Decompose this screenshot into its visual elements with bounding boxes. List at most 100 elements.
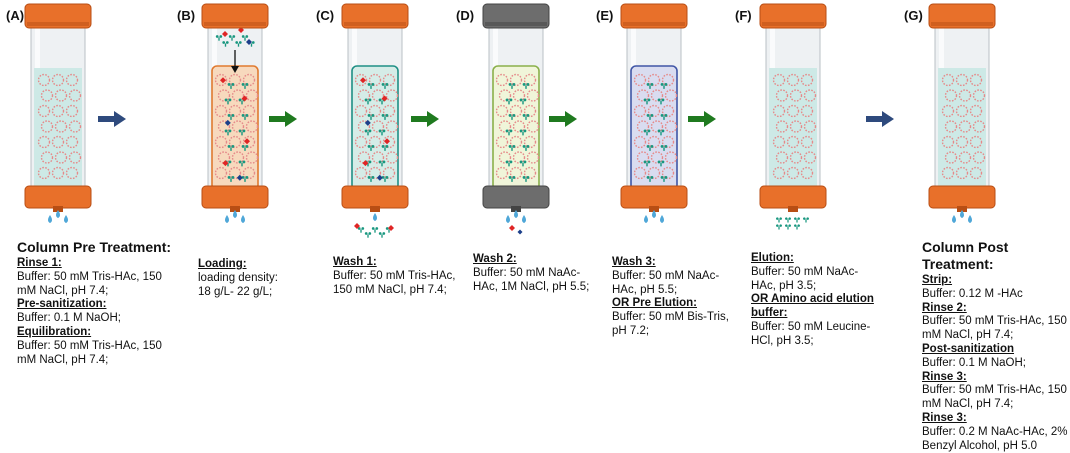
antibody-mark <box>519 98 527 105</box>
outlet-nozzle <box>230 206 240 212</box>
resin-bead <box>803 89 817 102</box>
resin-bead <box>941 73 955 87</box>
resin-bead <box>647 104 661 118</box>
resin-bead <box>37 166 51 180</box>
top-cap-ring <box>27 22 89 26</box>
resin-bead <box>228 166 242 180</box>
resin-bead <box>231 151 245 164</box>
flow-arrow-head <box>882 111 894 127</box>
resin-bead <box>40 120 54 133</box>
resin-bead <box>800 104 814 118</box>
antibody-mark <box>505 160 513 167</box>
caption-wash-3: Wash 3:Buffer: 50 mM NaAc-HAc, pH 5.5;OR… <box>612 256 732 339</box>
resin-bead <box>633 135 647 149</box>
resin-bead <box>242 104 256 118</box>
step-heading: Wash 2: <box>473 253 517 265</box>
resin-bead <box>803 151 817 164</box>
resin-bead <box>800 166 814 180</box>
impurity-mark <box>241 95 248 102</box>
resin-bead <box>969 104 983 118</box>
flow-arrow-head <box>285 111 297 127</box>
antibody-mark <box>381 144 389 151</box>
step-heading: Elution: <box>751 252 794 264</box>
resin-bead <box>958 89 972 102</box>
resin-bead <box>661 135 675 149</box>
outlet-nozzle <box>957 206 967 212</box>
antibody-mark <box>794 224 800 230</box>
resin-bead <box>354 166 368 180</box>
antibody-mark <box>378 232 386 238</box>
resin-bead <box>636 89 650 102</box>
drop-mark <box>56 210 60 218</box>
drop-mark <box>225 215 229 223</box>
step-heading: Wash 3: <box>612 256 656 268</box>
resin-bead <box>972 89 986 102</box>
antibody-mark <box>646 144 654 151</box>
resin-bead <box>37 104 51 118</box>
flow-arrow <box>866 111 894 127</box>
resin-bed <box>938 68 986 190</box>
antibody-mark <box>785 217 791 223</box>
antibody-mark <box>519 129 527 136</box>
drop-mark <box>952 215 956 223</box>
resin-bead <box>772 104 786 118</box>
buffer-text: Buffer: 50 mM NaAc-HAc, pH 3.5; <box>751 265 859 292</box>
antibody-mark <box>227 82 235 89</box>
resin-bead <box>242 135 256 149</box>
step-heading: Pre-sanitization: <box>17 298 107 311</box>
resin-bed <box>769 68 817 190</box>
flow-arrow-head <box>427 111 439 127</box>
impurity-mark <box>384 138 390 145</box>
resin-bead <box>800 73 814 87</box>
bottom-cap <box>620 185 688 209</box>
resin-bead <box>969 135 983 149</box>
antibody-mark <box>657 98 665 105</box>
drop-mark <box>514 210 518 218</box>
resin-bead <box>65 104 79 118</box>
antibody-mark <box>785 224 791 230</box>
resin-bead <box>68 120 82 133</box>
antibody-mark <box>660 113 668 120</box>
resin-bead <box>526 120 540 133</box>
antibody-mark <box>646 175 654 182</box>
drop-mark <box>241 215 245 223</box>
resin-bead <box>647 73 661 87</box>
resin-bead <box>633 73 647 87</box>
resin-bead <box>775 89 789 102</box>
antibody-mark <box>224 129 232 136</box>
buffer-text: Buffer: 50 mM Bis-Tris, pH 7.2; <box>612 311 729 337</box>
antibody-mark <box>364 232 372 238</box>
outlet-nozzle <box>511 206 521 212</box>
antibody-mark <box>238 160 246 167</box>
step-heading: OR Pre Elution: <box>612 297 697 310</box>
antibody-mark <box>508 175 516 182</box>
antibody-mark <box>508 82 516 89</box>
resin-bead <box>523 73 537 87</box>
antibody-mark <box>378 160 386 167</box>
antibody-mark <box>364 98 372 105</box>
resin-bead <box>54 120 68 133</box>
antibody-mark <box>522 82 530 89</box>
resin-bead <box>661 166 675 180</box>
resin-bead <box>228 73 242 87</box>
resin-bead <box>382 135 396 149</box>
impurity-mark <box>376 174 383 181</box>
resin-bead <box>228 104 242 118</box>
resin-bead <box>958 151 972 164</box>
resin-bead <box>786 104 800 118</box>
outlet-nozzle <box>649 206 659 212</box>
antibody-mark <box>505 129 513 136</box>
antibody-mark <box>364 129 372 136</box>
impurity-mark <box>364 119 371 126</box>
resin-bead <box>526 151 540 164</box>
antibody-mark <box>505 98 513 105</box>
antibody-mark <box>367 82 375 89</box>
drop-mark <box>506 215 510 223</box>
resin-bead <box>231 89 245 102</box>
resin-bead <box>955 104 969 118</box>
flow-arrow-head <box>231 66 239 73</box>
resin-bead <box>512 89 526 102</box>
resin-bead <box>214 104 228 118</box>
resin-bead <box>40 89 54 102</box>
resin-bead <box>650 120 664 133</box>
